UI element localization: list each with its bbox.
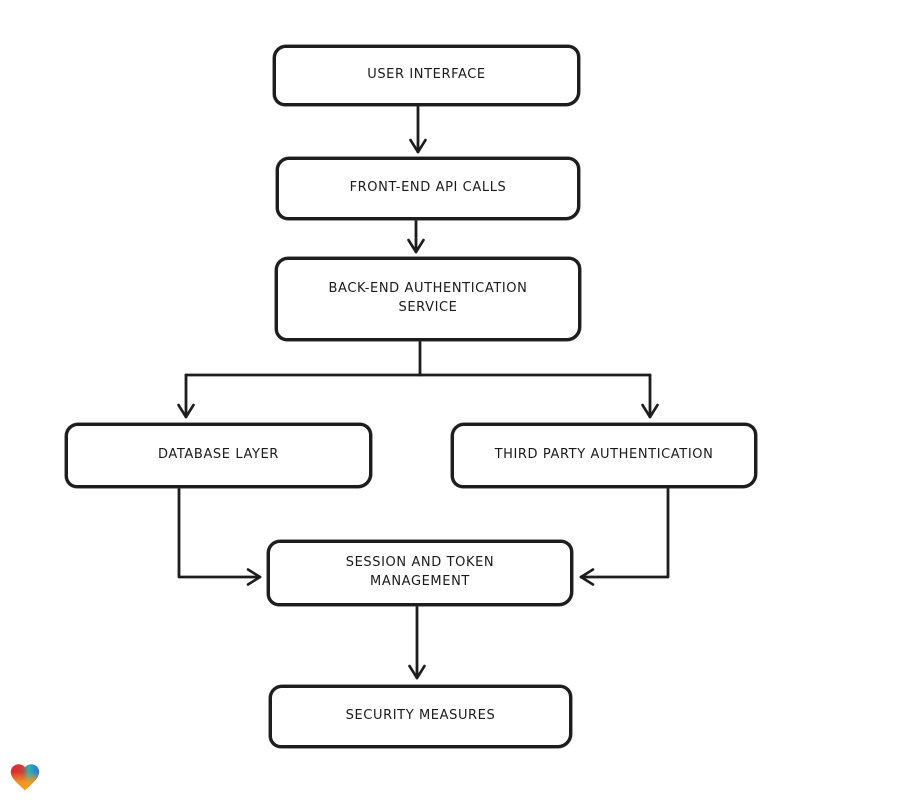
node-back-end-authentication-service[interactable]: BACK-END AUTHENTICATION SERVICE bbox=[275, 257, 581, 341]
node-security-measures[interactable]: SECURITY MEASURES bbox=[269, 685, 572, 748]
heart-logo-icon[interactable] bbox=[8, 760, 42, 794]
node-third-party-authentication[interactable]: THIRD PARTY AUTHENTICATION bbox=[451, 423, 757, 488]
node-session-and-token-management[interactable]: SESSION AND TOKEN MANAGEMENT bbox=[267, 540, 573, 606]
node-label: SECURITY MEASURES bbox=[345, 708, 496, 724]
edge-database-to-session[interactable] bbox=[177, 487, 262, 586]
node-label: FRONT-END API CALLS bbox=[349, 180, 507, 196]
node-label: THIRD PARTY AUTHENTICATION bbox=[494, 447, 714, 463]
node-label: DATABASE LAYER bbox=[158, 447, 279, 463]
node-user-interface[interactable]: USER INTERFACE bbox=[273, 45, 580, 106]
node-database-layer[interactable]: DATABASE LAYER bbox=[65, 423, 372, 488]
node-label: BACK-END AUTHENTICATION SERVICE bbox=[328, 281, 528, 315]
node-label: SESSION AND TOKEN MANAGEMENT bbox=[345, 555, 495, 589]
node-label: USER INTERFACE bbox=[367, 67, 486, 83]
edge-thirdparty-to-session[interactable] bbox=[579, 487, 670, 586]
node-front-end-api-calls[interactable]: FRONT-END API CALLS bbox=[276, 157, 580, 220]
